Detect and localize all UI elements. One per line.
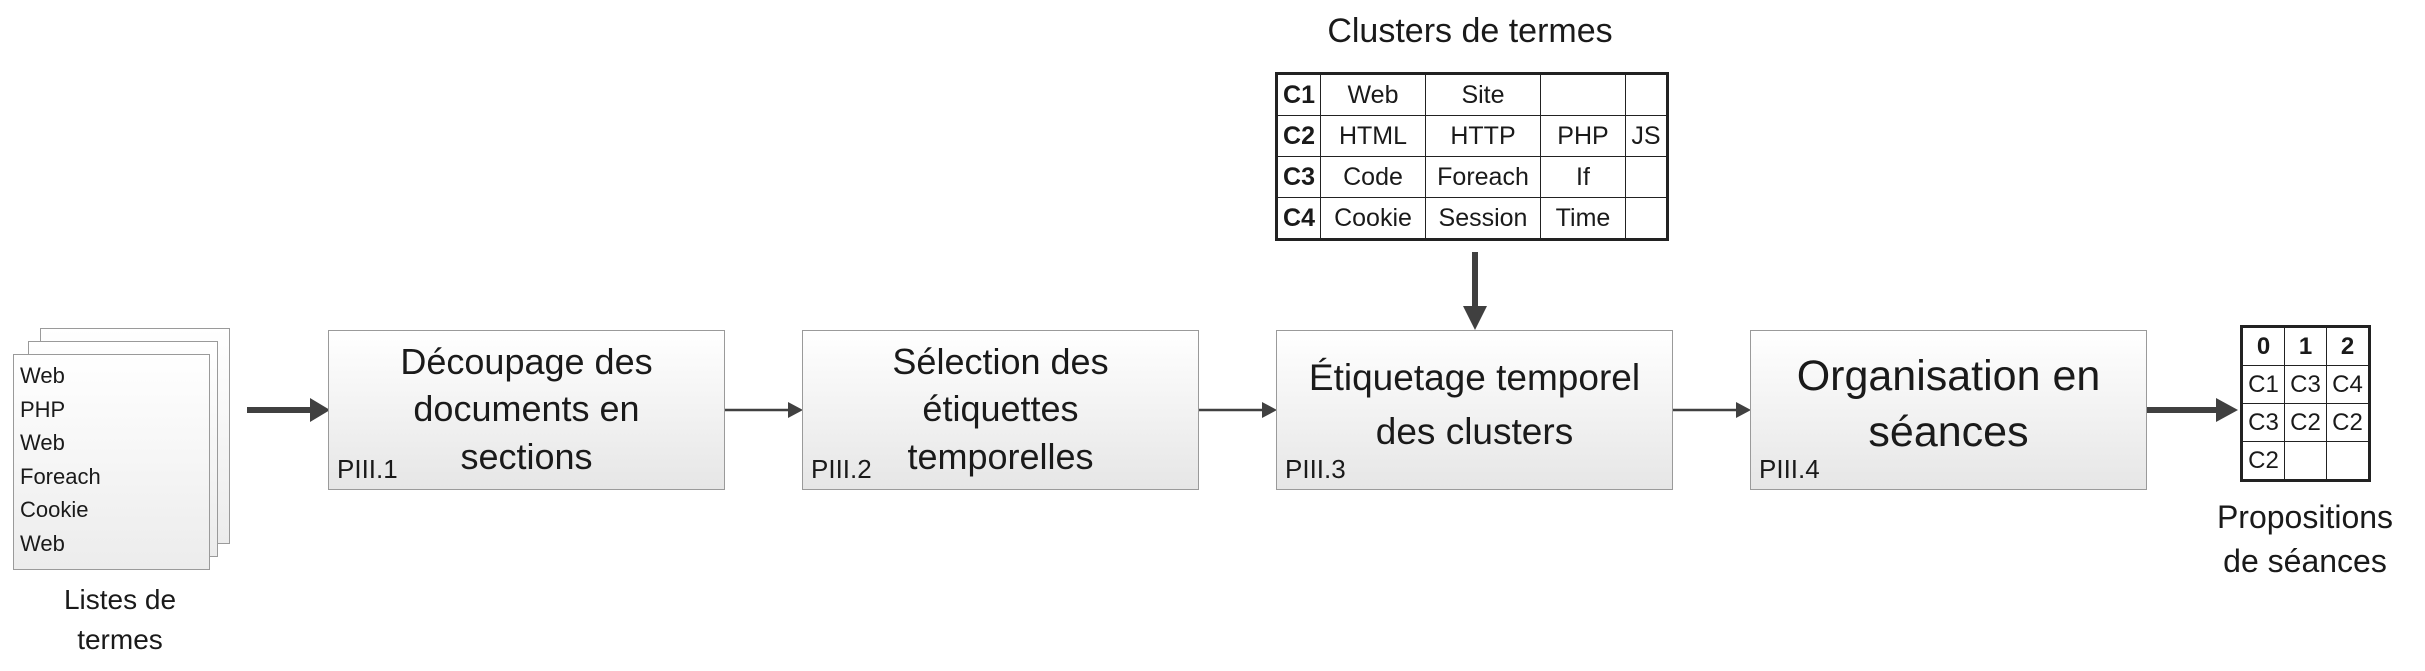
arrow-step4-to-output (2147, 398, 2238, 422)
session-cluster: C4 (2326, 365, 2370, 404)
cluster-id: C3 (1276, 156, 1321, 198)
term-list: Web PHP Web Foreach Cookie Web (20, 359, 101, 560)
term-item: Foreach (20, 463, 101, 489)
session-index: 0 (2241, 326, 2285, 366)
arrow-clusters-to-step3 (1463, 252, 1487, 330)
step-box-3: Étiquetage temporel des clusters PIII.3 (1276, 330, 1673, 490)
cluster-term (1625, 156, 1668, 198)
cluster-term (1540, 73, 1626, 116)
arrow-input-to-step1 (247, 398, 330, 422)
cluster-term: Site (1425, 73, 1541, 116)
cluster-term: HTTP (1425, 115, 1541, 157)
session-cluster: C1 (2241, 365, 2285, 404)
step-box-1: Découpage des documents en sections PIII… (328, 330, 725, 490)
cluster-id: C4 (1276, 197, 1321, 240)
step-code: PIII.3 (1285, 454, 1346, 484)
cluster-row: C3 Code Foreach If (1276, 156, 1668, 198)
cluster-term: HTML (1320, 115, 1426, 157)
step-box-2: Sélection des étiquettes temporelles PII… (802, 330, 1199, 490)
cluster-term: If (1540, 156, 1626, 198)
step-title: Sélection des étiquettes temporelles (892, 340, 1109, 477)
cluster-row: C2 HTML HTTP PHP JS (1276, 115, 1668, 157)
term-list-sheet-front: Web PHP Web Foreach Cookie Web (13, 354, 210, 570)
step-title: Organisation en séances (1796, 352, 2101, 456)
output-caption: Propositions de séances (2216, 499, 2394, 579)
session-index: 2 (2326, 326, 2370, 366)
session-cluster: C3 (2241, 403, 2285, 442)
cluster-row: C4 Cookie Session Time (1276, 197, 1668, 240)
cluster-term: Cookie (1320, 197, 1426, 240)
term-item: Web (20, 530, 65, 556)
step-code: PIII.1 (337, 454, 398, 484)
cluster-id: C1 (1276, 73, 1321, 116)
step-code: PIII.4 (1759, 454, 1820, 484)
session-cluster (2284, 441, 2327, 481)
sessions-table: 0 1 2 C1 C3 C4 C3 C2 C2 C2 (2240, 325, 2371, 482)
term-item: Web (20, 363, 65, 388)
sessions-row: C3 C2 C2 (2241, 403, 2370, 442)
clusters-title: Clusters de termes (1327, 12, 1613, 50)
session-cluster (2326, 441, 2370, 481)
session-cluster: C2 (2241, 441, 2285, 481)
session-cluster: C2 (2284, 403, 2327, 442)
term-item: PHP (20, 396, 66, 422)
cluster-term: Web (1320, 73, 1426, 116)
term-item: Cookie (20, 497, 89, 522)
session-cluster: C3 (2284, 365, 2327, 404)
step-box-4: Organisation en séances PIII.4 (1750, 330, 2147, 490)
arrow-step3-to-step4 (1673, 402, 1751, 418)
cluster-term (1625, 197, 1668, 240)
cluster-term: Session (1425, 197, 1541, 240)
session-cluster: C2 (2326, 403, 2370, 442)
cluster-term: Foreach (1425, 156, 1541, 198)
clusters-table: C1 Web Site C2 HTML HTTP PHP JS C3 Code … (1275, 72, 1669, 241)
term-item: Web (20, 430, 65, 455)
arrow-step1-to-step2 (725, 402, 803, 418)
step-title: Étiquetage temporel des clusters (1308, 357, 1641, 452)
cluster-id: C2 (1276, 115, 1321, 157)
cluster-row: C1 Web Site (1276, 73, 1668, 116)
cluster-term: Time (1540, 197, 1626, 240)
session-index: 1 (2284, 326, 2327, 366)
sessions-header-row: 0 1 2 (2241, 326, 2370, 366)
cluster-term: Code (1320, 156, 1426, 198)
step-code: PIII.2 (811, 454, 872, 484)
input-caption: Listes de termes (63, 584, 177, 655)
arrow-step2-to-step3 (1199, 402, 1277, 418)
step-title: Découpage des documents en sections (400, 340, 653, 477)
sessions-row: C2 (2241, 441, 2370, 481)
cluster-term: PHP (1540, 115, 1626, 157)
cluster-term (1625, 73, 1668, 116)
cluster-term: JS (1625, 115, 1668, 157)
sessions-row: C1 C3 C4 (2241, 365, 2370, 404)
